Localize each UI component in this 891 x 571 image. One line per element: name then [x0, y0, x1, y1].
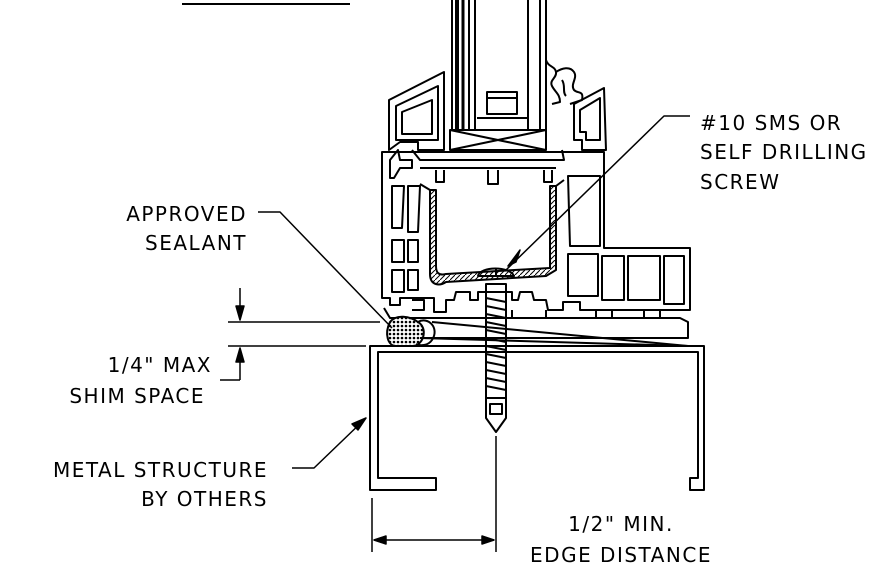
steel-reinforcement [429, 185, 557, 286]
shim-label-line1: 1/4" MAX [108, 353, 212, 377]
leader-lines [258, 115, 690, 469]
shim-label-line2: SHIM SPACE [69, 384, 205, 408]
sealant-bead [386, 315, 436, 347]
glazing-gasket [545, 59, 584, 105]
callout-sealant: APPROVED SEALANT [126, 202, 247, 255]
setting-block [449, 129, 547, 151]
frame-profile [381, 71, 691, 339]
callout-metal-structure: METAL STRUCTURE BY OTHERS [53, 458, 268, 511]
screw [477, 267, 515, 433]
edge-label-line2: EDGE DISTANCE [530, 543, 712, 567]
callout-shim: 1/4" MAX SHIM SPACE [69, 353, 212, 408]
sealant-label-line1: APPROVED [126, 202, 247, 226]
sealant-label-line2: SEALANT [145, 231, 247, 255]
metal-label-line2: BY OTHERS [141, 487, 268, 511]
screw-label-line3: SCREW [700, 170, 780, 194]
edge-dimension [371, 498, 495, 552]
shim-dimension [220, 288, 380, 381]
metal-structure [369, 345, 705, 491]
callout-screw: #10 SMS OR SELF DRILLING SCREW [700, 111, 868, 194]
screw-label-line2: SELF DRILLING [700, 140, 868, 164]
edge-label-line1: 1/2" MIN. [568, 512, 674, 536]
callout-edge-distance: 1/2" MIN. EDGE DISTANCE [530, 512, 712, 567]
metal-label-line1: METAL STRUCTURE [53, 458, 268, 482]
glazing-unit [451, 0, 547, 131]
screw-label-line1: #10 SMS OR [700, 111, 842, 135]
shim [419, 321, 689, 347]
